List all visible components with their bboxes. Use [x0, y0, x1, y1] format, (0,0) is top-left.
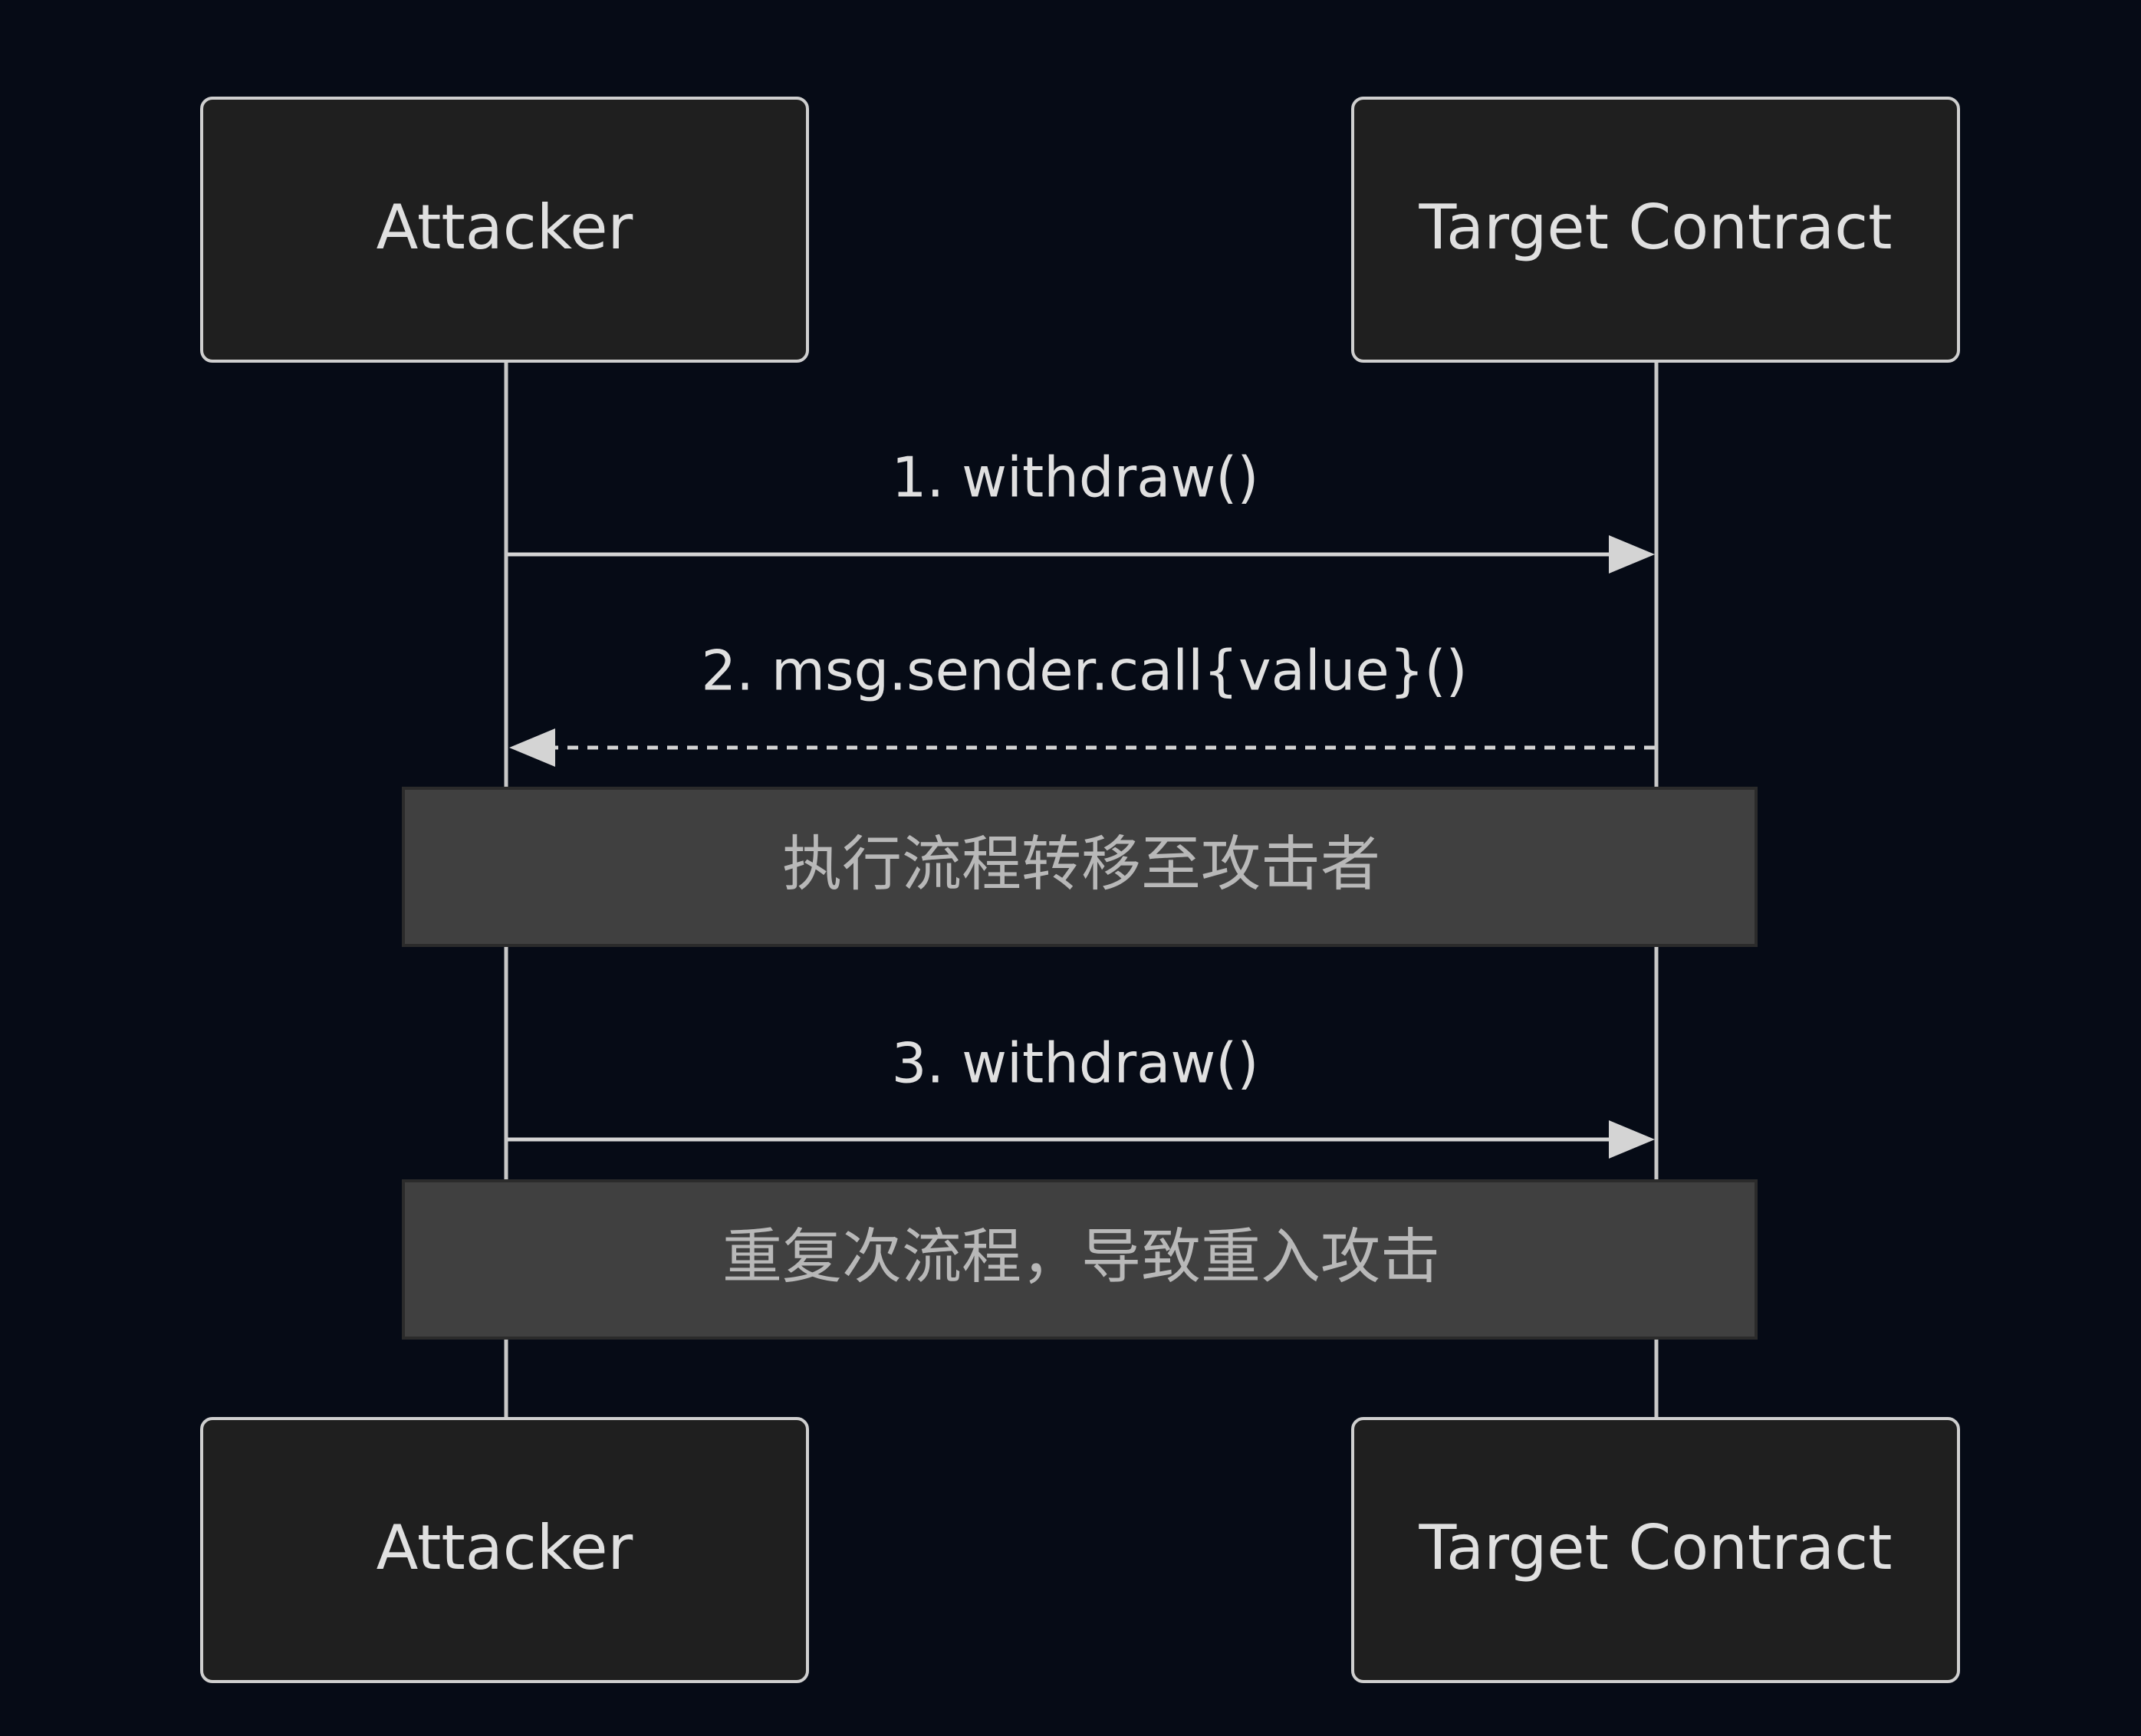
note-1: 执行流程转移至攻击者 — [402, 787, 1758, 947]
note-2: 重复次流程，导致重入攻击 — [402, 1179, 1758, 1340]
message-1: 1. withdraw() — [508, 446, 1655, 574]
message-label: 2. msg.sender.call{value}() — [701, 639, 1467, 703]
actor-bottom-attacker: Attacker — [200, 1417, 809, 1683]
arrow-head-right — [1609, 1120, 1655, 1159]
actor-bottom-target: Target Contract — [1351, 1417, 1960, 1683]
actor-label: Target Contract — [1418, 1512, 1892, 1583]
actor-top-attacker: Attacker — [200, 97, 809, 363]
arrow-head-left — [509, 728, 555, 767]
message-2: 2. msg.sender.call{value}() — [509, 639, 1655, 767]
message-3: 3. withdraw() — [508, 1031, 1655, 1159]
note-label: 重复次流程，导致重入攻击 — [722, 1222, 1440, 1291]
actor-label: Attacker — [377, 192, 633, 263]
arrow-head-right — [1609, 535, 1655, 574]
actor-label: Attacker — [377, 1512, 633, 1583]
message-label: 1. withdraw() — [892, 446, 1259, 510]
actor-label: Target Contract — [1418, 192, 1892, 263]
message-label: 3. withdraw() — [892, 1031, 1259, 1096]
note-label: 执行流程转移至攻击者 — [782, 830, 1380, 899]
actor-top-target: Target Contract — [1351, 97, 1960, 363]
